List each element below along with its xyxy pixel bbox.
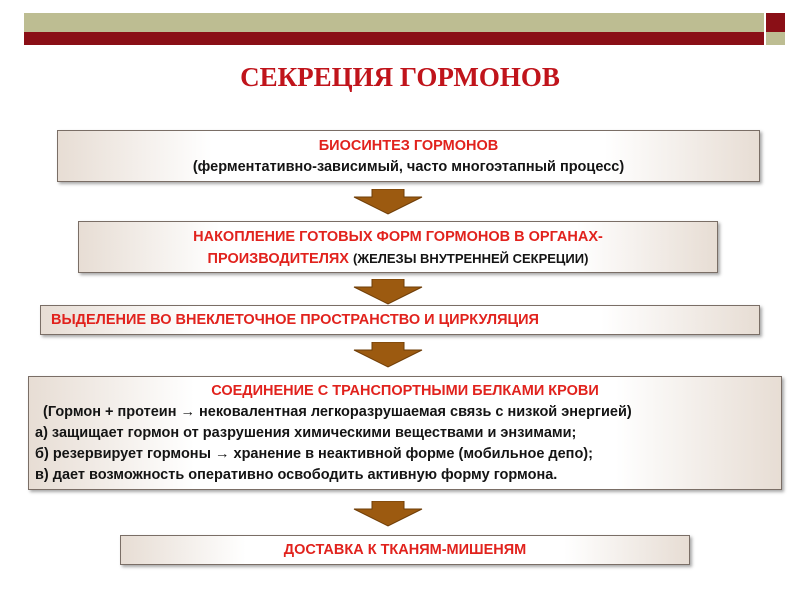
down-arrow-icon [353,501,423,527]
step-line: (Гормон + протеин → нековалентная легкор… [43,404,632,420]
header-bar-maroon [24,32,764,45]
step-biosynthesis: БИОСИНТЕЗ ГОРМОНОВ (ферментативно-зависи… [57,130,760,182]
down-arrow-icon [353,342,423,368]
step-heading-line1: НАКОПЛЕНИЕ ГОТОВЫХ ФОРМ ГОРМОНОВ В ОРГАН… [193,229,603,245]
step-line: в) дает возможность оперативно освободит… [35,467,558,483]
step-transport-binding: СОЕДИНЕНИЕ С ТРАНСПОРТНЫМИ БЕЛКАМИ КРОВИ… [28,376,782,490]
down-arrow-icon [353,189,423,215]
step-heading: ДОСТАВКА К ТКАНЯМ-МИШЕНЯМ [283,542,527,558]
step-accumulation: НАКОПЛЕНИЕ ГОТОВЫХ ФОРМ ГОРМОНОВ В ОРГАН… [78,221,718,273]
corner-square-olive [766,32,785,45]
step-line: б) резервирует гормоны → хранение в неак… [35,446,593,462]
step-detail: (ферментативно-зависимый, часто многоэта… [192,159,625,175]
step-detail: (ЖЕЛЕЗЫ ВНУТРЕННЕЙ СЕКРЕЦИИ) [353,251,589,266]
step-secretion: ВЫДЕЛЕНИЕ ВО ВНЕКЛЕТОЧНОЕ ПРОСТРАНСТВО И… [40,305,760,335]
step-heading: БИОСИНТЕЗ ГОРМОНОВ [318,138,499,154]
step-heading: ВЫДЕЛЕНИЕ ВО ВНЕКЛЕТОЧНОЕ ПРОСТРАНСТВО И… [51,312,539,328]
step-heading: СОЕДИНЕНИЕ С ТРАНСПОРТНЫМИ БЕЛКАМИ КРОВИ [211,383,599,399]
down-arrow-icon [353,279,423,305]
step-line: а) защищает гормон от разрушения химичес… [35,425,577,441]
step-delivery: ДОСТАВКА К ТКАНЯМ-МИШЕНЯМ [120,535,690,565]
corner-square-maroon [766,13,785,32]
header-bar-olive [24,13,764,32]
step-heading-line2: ПРОИЗВОДИТЕЛЯХ [207,251,349,267]
page-title: СЕКРЕЦИЯ ГОРМОНОВ [240,62,560,92]
